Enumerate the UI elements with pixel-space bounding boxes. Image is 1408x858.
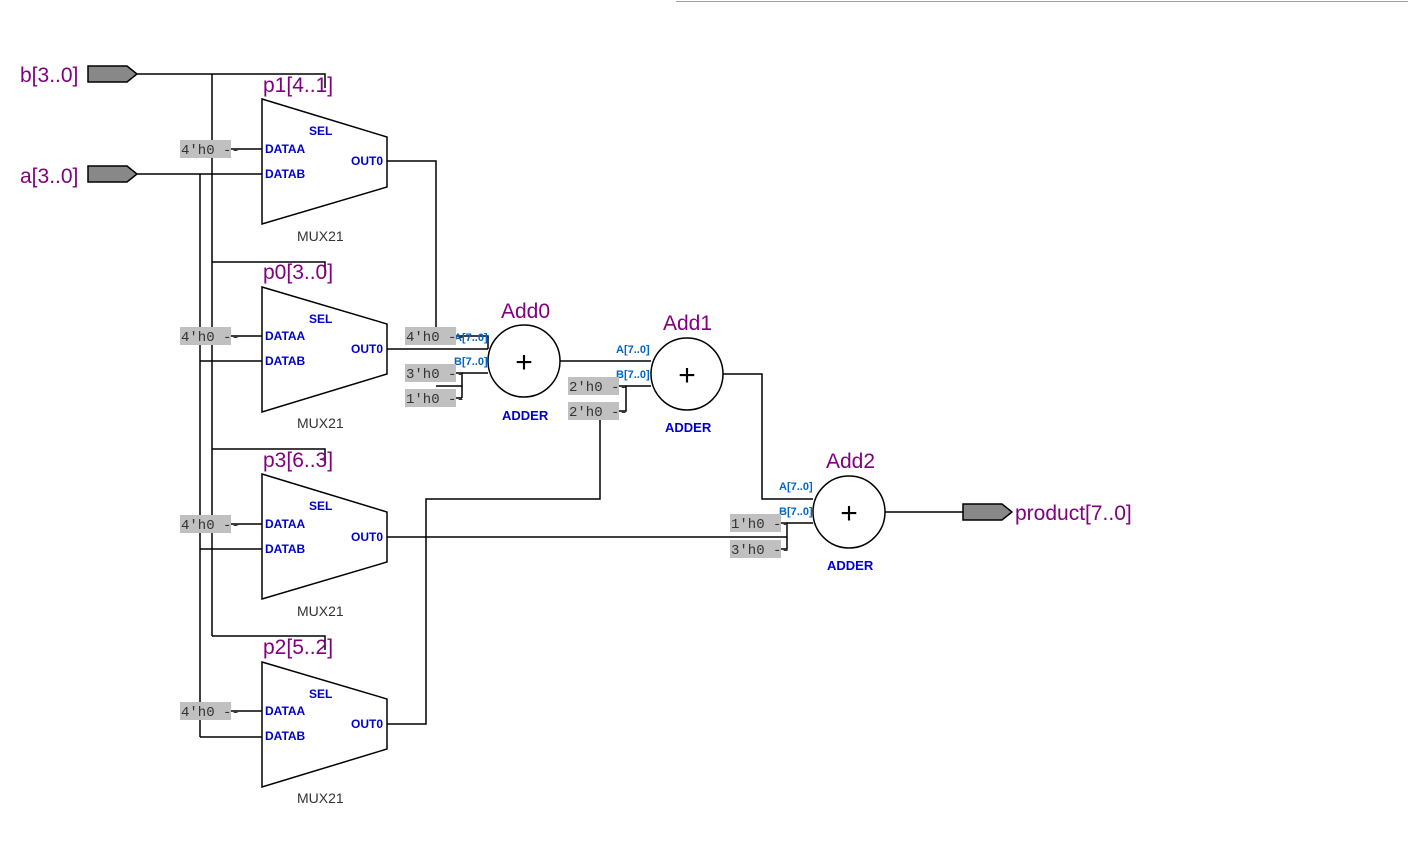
mux-shape: [261, 660, 388, 789]
const-box: [730, 540, 781, 558]
port-sel: SEL: [309, 499, 332, 513]
wires: [137, 73, 963, 738]
port-datab: DATAB: [265, 729, 306, 743]
const-label: 4'h0 --: [181, 330, 240, 346]
const-label: 4'h0 --: [181, 705, 240, 721]
const-box: [180, 140, 231, 158]
plus-icon: +: [840, 497, 858, 530]
mux-shape: [261, 472, 388, 601]
adder-type: ADDER: [827, 558, 874, 573]
adder-name: Add0: [501, 300, 550, 323]
adder-name: Add2: [826, 450, 875, 473]
mux-name: p3[6..3]: [263, 449, 333, 472]
mux-shape: [261, 97, 388, 226]
port-datab: DATAB: [265, 542, 306, 556]
const-box: [568, 377, 619, 395]
port-out: OUT0: [351, 342, 383, 356]
mux-name: p0[3..0]: [263, 261, 333, 284]
wire-p1-add0: [387, 160, 489, 349]
port-out: OUT0: [351, 154, 383, 168]
const-label: 1'h0 --: [731, 517, 790, 533]
adder-add2[interactable]: + Add2 A[7..0] B[7..0] ADDER 1'h0 -- 3'h…: [730, 450, 886, 573]
wire-b-sel-p2: [212, 635, 326, 650]
port-out: OUT0: [351, 717, 383, 731]
mux-p0[interactable]: p0[3..0] SEL DATAA DATAB OUT0 MUX21 4'h0…: [180, 261, 388, 431]
port-a: A[7..0]: [454, 332, 488, 344]
mux-type: MUX21: [297, 228, 344, 244]
input-label-a: a[3..0]: [20, 165, 78, 188]
wire-b-top: [137, 73, 326, 88]
adder-type: ADDER: [665, 420, 712, 435]
port-sel: SEL: [309, 124, 332, 138]
output-label-product: product[7..0]: [1015, 502, 1132, 525]
input-pin-b[interactable]: b[3..0]: [20, 64, 139, 87]
wire-p2-add1: [387, 420, 601, 725]
port-b: B[7..0]: [454, 356, 488, 368]
const-label: 3'h0 --: [731, 543, 790, 559]
const-label: 3'h0 --: [406, 367, 465, 383]
adder-shape: [812, 475, 886, 549]
const-label: 2'h0 --: [569, 405, 628, 421]
adder-type: ADDER: [502, 408, 549, 423]
port-sel: SEL: [309, 687, 332, 701]
port-dataa: DATAA: [265, 142, 306, 156]
input-label-b: b[3..0]: [20, 64, 78, 87]
const-label: 4'h0 --: [181, 143, 240, 159]
mux-type: MUX21: [297, 790, 344, 806]
mux-p2[interactable]: p2[5..2] SEL DATAA DATAB OUT0 MUX21 4'h0…: [180, 636, 388, 806]
const-box: [405, 389, 456, 407]
wire-add1-add2: [722, 373, 813, 500]
pin-b-icon: [87, 65, 139, 83]
input-pin-a[interactable]: a[3..0]: [20, 165, 139, 188]
adder-name: Add1: [663, 312, 712, 335]
const-label: 1'h0 --: [406, 392, 465, 408]
pin-product-icon: [962, 503, 1014, 521]
mux-p1[interactable]: p1[4..1] SEL DATAA DATAB OUT0 MUX21 4'h0…: [180, 74, 388, 244]
wire-b-sel-p3: [212, 448, 326, 463]
port-dataa: DATAA: [265, 329, 306, 343]
wire-add2-b-const: [781, 522, 788, 550]
wire-add1-b: [618, 385, 651, 412]
const-box: [730, 514, 781, 532]
mux-type: MUX21: [297, 603, 344, 619]
const-label: 2'h0 --: [569, 380, 628, 396]
port-dataa: DATAA: [265, 517, 306, 531]
port-b: B[7..0]: [779, 506, 813, 518]
port-datab: DATAB: [265, 354, 306, 368]
const-box: [180, 327, 231, 345]
port-sel: SEL: [309, 312, 332, 326]
const-label: 4'h0 --: [181, 518, 240, 534]
const-box: [180, 702, 231, 720]
wire-add0-b: [436, 372, 463, 387]
mux-type: MUX21: [297, 415, 344, 431]
output-pin-product[interactable]: product[7..0]: [962, 502, 1132, 525]
port-a: A[7..0]: [779, 481, 813, 493]
port-dataa: DATAA: [265, 704, 306, 718]
plus-icon: +: [515, 346, 533, 379]
adder-add0[interactable]: + Add0 A[7..0] B[7..0] ADDER 4'h0 -- 3'h…: [405, 300, 561, 423]
const-label: 4'h0 --: [406, 330, 465, 346]
const-box: [180, 515, 231, 533]
mux-p3[interactable]: p3[6..3] SEL DATAA DATAB OUT0 MUX21 4'h0…: [180, 449, 388, 619]
port-b: B[7..0]: [616, 369, 650, 381]
mux-shape: [261, 285, 388, 414]
wire-b-sel-p0: [212, 261, 326, 276]
port-out: OUT0: [351, 530, 383, 544]
port-datab: DATAB: [265, 167, 306, 181]
port-a: A[7..0]: [616, 344, 650, 356]
adder-shape: [650, 337, 724, 411]
mux-name: p1[4..1]: [263, 74, 333, 97]
pin-a-icon: [87, 165, 139, 183]
adder-shape: [487, 324, 561, 398]
adder-add1[interactable]: + Add1 A[7..0] B[7..0] ADDER 2'h0 -- 2'h…: [568, 312, 724, 435]
const-box: [568, 402, 619, 420]
const-box: [405, 327, 456, 345]
mux-name: p2[5..2]: [263, 636, 333, 659]
const-box: [405, 364, 456, 382]
plus-icon: +: [678, 359, 696, 392]
